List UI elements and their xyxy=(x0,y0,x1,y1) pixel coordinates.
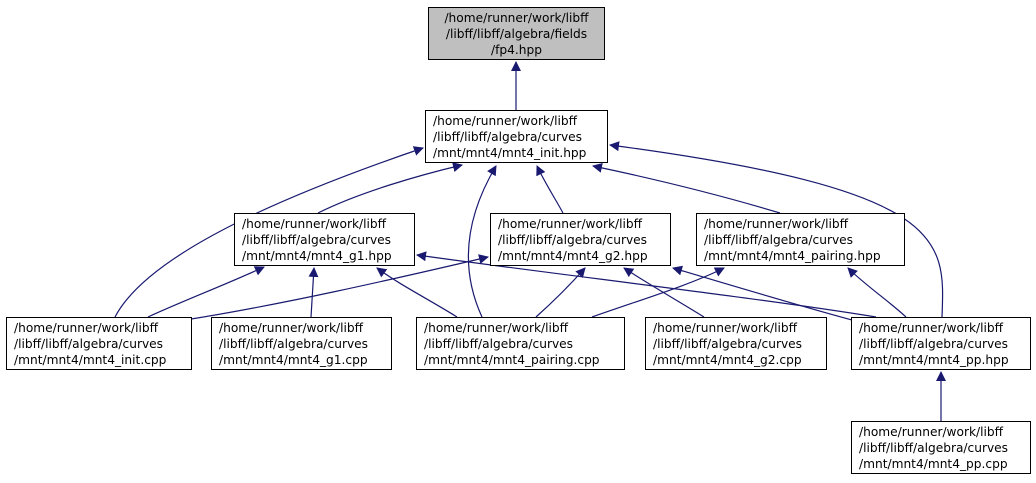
edge-mnt4-init-cpp-to-mnt4-g2-hpp xyxy=(184,254,489,321)
node-line: /libff/libff/algebra/curves xyxy=(653,337,803,351)
edge-mnt4-pairing-cpp-to-mnt4-g1-hpp xyxy=(376,267,458,318)
node-line: /mnt/mnt4/mnt4_init.cpp xyxy=(14,353,167,367)
node-mnt4-pp-hpp[interactable]: /home/runner/work/libff /libff/libff/alg… xyxy=(851,317,1031,370)
node-line: /home/runner/work/libff xyxy=(704,217,849,231)
node-line: /mnt/mnt4/mnt4_init.hpp xyxy=(433,146,587,160)
node-line: /libff/libff/algebra/curves xyxy=(424,337,574,351)
node-line: /home/runner/work/libff xyxy=(498,217,643,231)
node-line: /home/runner/work/libff xyxy=(424,321,569,335)
node-line: /mnt/mnt4/mnt4_pp.cpp xyxy=(859,457,1008,471)
node-line: /home/runner/work/libff xyxy=(219,321,364,335)
node-line: /home/runner/work/libff xyxy=(859,321,1004,335)
node-mnt4-init-hpp[interactable]: /home/runner/work/libff /libff/libff/alg… xyxy=(425,110,608,163)
node-line: /home/runner/work/libff xyxy=(444,11,589,25)
node-mnt4-g1-hpp[interactable]: /home/runner/work/libff /libff/libff/alg… xyxy=(234,213,415,266)
node-line: /libff/libff/algebra/curves xyxy=(242,233,392,247)
edge-mnt4-g2-cpp-to-mnt4-g2-hpp xyxy=(623,267,705,318)
edge-mnt4-pairing-cpp-to-mnt4-pairing-hpp xyxy=(591,267,725,318)
node-line: /libff/libff/algebra/curves xyxy=(704,233,854,247)
node-mnt4-pp-cpp[interactable]: /home/runner/work/libff /libff/libff/alg… xyxy=(851,421,1031,474)
node-line: /libff/libff/algebra/curves xyxy=(219,337,369,351)
node-line: /home/runner/work/libff xyxy=(653,321,798,335)
node-line: /libff/libff/algebra/curves xyxy=(859,337,1009,351)
node-mnt4-init-cpp[interactable]: /home/runner/work/libff /libff/libff/alg… xyxy=(6,317,192,370)
edge-mnt4-pp-hpp-to-mnt4-pairing-hpp xyxy=(847,267,907,318)
edge-mnt4-g1-hpp-to-mnt4-init-hpp xyxy=(317,162,463,214)
node-mnt4-pairing-hpp[interactable]: /home/runner/work/libff /libff/libff/alg… xyxy=(696,213,905,266)
edge-mnt4-pairing-hpp-to-mnt4-init-hpp xyxy=(592,162,781,214)
node-line: /mnt/mnt4/mnt4_pp.hpp xyxy=(859,353,1009,367)
node-line: /libff/libff/algebra/curves xyxy=(498,233,648,247)
node-mnt4-g2-hpp[interactable]: /home/runner/work/libff /libff/libff/alg… xyxy=(490,213,671,266)
edge-mnt4-g2-hpp-to-mnt4-init-hpp xyxy=(536,165,564,214)
node-mnt4-pairing-cpp[interactable]: /home/runner/work/libff /libff/libff/alg… xyxy=(416,317,625,370)
node-line: /libff/libff/algebra/curves xyxy=(859,441,1009,455)
node-line: /mnt/mnt4/mnt4_g1.cpp xyxy=(219,353,368,367)
node-line: /home/runner/work/libff xyxy=(14,321,159,335)
node-line: /libff/libff/algebra/curves xyxy=(433,130,583,144)
edge-mnt4-pairing-cpp-to-mnt4-g2-hpp xyxy=(535,267,586,318)
node-line: /mnt/mnt4/mnt4_pairing.cpp xyxy=(424,353,600,367)
node-line: /home/runner/work/libff xyxy=(242,217,387,231)
edge-mnt4-pp-hpp-to-mnt4-g2-hpp xyxy=(672,265,853,321)
node-line: /mnt/mnt4/mnt4_g2.hpp xyxy=(498,249,648,263)
node-line: /home/runner/work/libff xyxy=(859,425,1004,439)
edge-mnt4-pairing-cpp-to-mnt4-init-hpp xyxy=(467,165,497,318)
node-line: /fp4.hpp xyxy=(491,43,542,57)
node-line: /mnt/mnt4/mnt4_pairing.hpp xyxy=(704,249,881,263)
node-line: /libff/libff/algebra/fields xyxy=(445,27,588,41)
edge-mnt4-init-cpp-to-mnt4-g1-hpp xyxy=(147,266,265,318)
node-line: /mnt/mnt4/mnt4_g2.cpp xyxy=(653,353,802,367)
node-line: /libff/libff/algebra/curves xyxy=(14,337,164,351)
node-fp4-hpp: /home/runner/work/libff /libff/libff/alg… xyxy=(428,7,605,60)
node-line: /mnt/mnt4/mnt4_g1.hpp xyxy=(242,249,392,263)
edge-mnt4-g1-cpp-to-mnt4-g1-hpp xyxy=(308,267,319,318)
node-mnt4-g2-cpp[interactable]: /home/runner/work/libff /libff/libff/alg… xyxy=(645,317,827,370)
node-mnt4-g1-cpp[interactable]: /home/runner/work/libff /libff/libff/alg… xyxy=(211,317,392,370)
node-line: /home/runner/work/libff xyxy=(433,114,578,128)
